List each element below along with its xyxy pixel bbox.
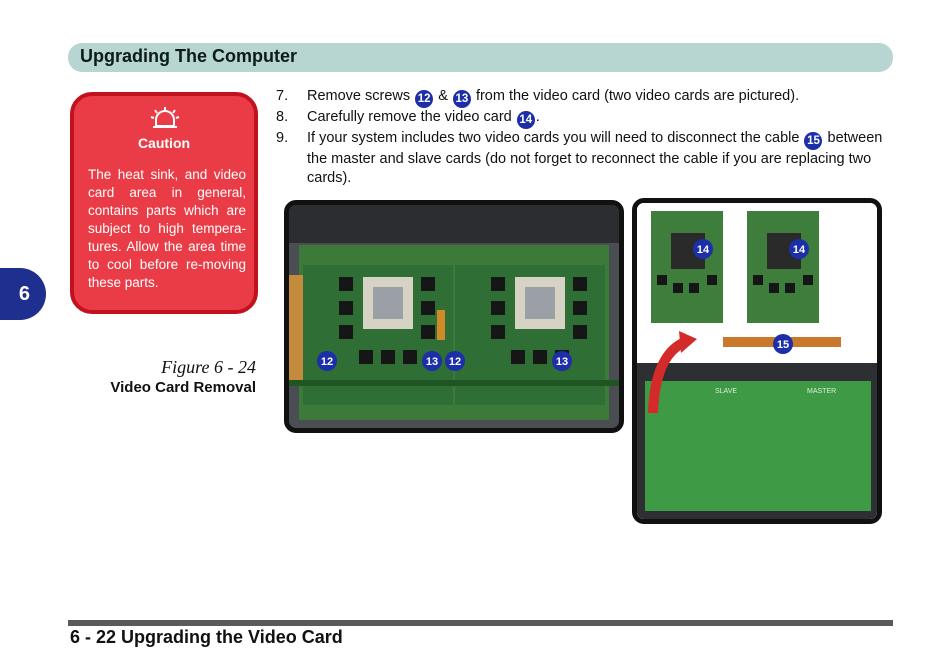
step-number: 9. [276, 130, 289, 146]
callout-badge: 15 [777, 339, 789, 351]
step-text: Remove screws [307, 88, 411, 104]
callout-badge: 14 [697, 244, 710, 256]
chapter-tab[interactable]: 6 [0, 268, 46, 320]
step-item: 9. If your system includes two video car… [276, 129, 896, 188]
caution-label: Caution [137, 135, 191, 151]
photo-installed-video-cards: 12 13 12 13 [284, 200, 624, 433]
step-text: If your system includes two video cards … [307, 130, 800, 146]
callout-badge: 12 [321, 356, 333, 368]
step-text: between the master and slave cards (do n… [307, 130, 883, 186]
step-text: Carefully remove the video card [307, 109, 512, 125]
footer-bar [68, 620, 893, 626]
figure-caption: Figure 6 - 24 Video Card Removal [70, 356, 256, 398]
step-item: 8. Carefully remove the video card 14. [276, 108, 896, 129]
step-number: 7. [276, 88, 289, 104]
instruction-steps: 7. Remove screws 12 & 13 from the video … [276, 87, 896, 188]
video-cards-illustration: 12 13 12 13 [289, 205, 619, 428]
step-item: 7. Remove screws 12 & 13 from the video … [276, 87, 896, 108]
callout-badge: 12 [449, 356, 461, 368]
figure-title: Video Card Removal [110, 379, 256, 396]
callout-left-group: 12 13 12 13 [317, 351, 572, 371]
callout-badge: 14 [516, 111, 535, 129]
step-text: . [535, 109, 540, 125]
caution-box: Caution The heat sink, and video card ar… [70, 92, 258, 314]
callout-badge: 12 [415, 90, 434, 108]
callout-badge: 15 [804, 132, 823, 150]
callout-badge: 13 [426, 356, 438, 368]
board-label-slave: SLAVE [715, 388, 737, 395]
board-label-master: MASTER [807, 388, 836, 395]
caution-heat-icon [150, 107, 180, 128]
footer-page-label: 6 - 22 Upgrading the Video Card [70, 627, 343, 647]
section-title: Upgrading The Computer [80, 46, 297, 66]
removed-cards-illustration: SLAVE MASTER 14 14 15 [637, 203, 877, 519]
figure-number: Figure 6 - 24 [161, 357, 256, 377]
caution-text: The heat sink, and video card area in ge… [88, 167, 246, 290]
section-header-bar: Upgrading The Computer [68, 43, 893, 72]
callout-badge: 14 [793, 244, 806, 256]
callout-badge: 13 [452, 90, 471, 108]
step-text: & [438, 88, 448, 104]
callout-right-group: 14 14 15 [693, 239, 809, 354]
step-text: from the video card (two video cards are… [475, 88, 800, 104]
callout-badge: 13 [556, 356, 568, 368]
photo-removed-video-cards: SLAVE MASTER 14 14 15 [632, 198, 882, 524]
step-number: 8. [276, 109, 289, 125]
